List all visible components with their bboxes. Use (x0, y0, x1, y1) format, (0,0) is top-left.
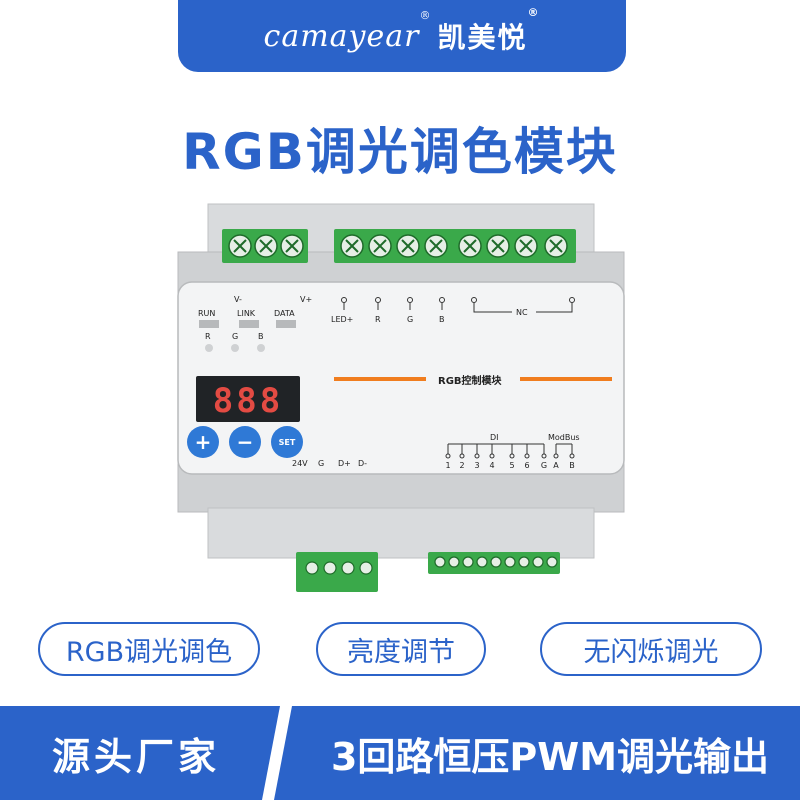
brand-header: camayear® 凯美悦® (178, 0, 626, 72)
led-b (257, 344, 265, 352)
terminal-label-r: R (375, 315, 381, 324)
indicator-data-label: DATA (274, 309, 295, 318)
di-terminal-2: 2 (459, 461, 464, 470)
di-label: DI (490, 433, 499, 442)
accent-line-left (334, 377, 426, 381)
led-g-label: G (232, 332, 238, 341)
label-v-plus: V+ (300, 295, 312, 304)
di-terminal-g: G (541, 461, 547, 470)
seven-segment-display (196, 376, 300, 422)
indicator-link-label: LINK (237, 309, 256, 318)
indicator-run-label: RUN (198, 309, 215, 318)
banner-right-text: 3回路恒压PWM调光输出 (330, 734, 770, 779)
plus-button-label: + (195, 430, 212, 454)
page-title: RGB调光调色模块 (182, 123, 618, 181)
bottom-banner (0, 706, 800, 800)
plus-button[interactable] (187, 426, 219, 458)
brand-chinese-name: 凯美悦® (437, 6, 541, 54)
label-v-minus: V- (234, 295, 242, 304)
set-button-label: SET (279, 438, 296, 447)
di-terminal-5: 5 (509, 461, 514, 470)
label-d-plus: D+ (338, 459, 351, 468)
di-terminal-3: 3 (474, 461, 479, 470)
banner-separator (262, 706, 292, 800)
terminal-block-top-right (334, 229, 576, 263)
modbus-terminal-a: A (553, 461, 559, 470)
feature-pill-brightness: 亮度调节 (316, 622, 486, 676)
led-r (205, 344, 213, 352)
brand-logo: camayear® (263, 8, 432, 54)
indicator-run (199, 320, 219, 328)
rgb-module-device: V- V+ RUN LINK DATA R G B LED+ R G B NC … (177, 203, 625, 592)
banner-left-text: 源头厂家 (51, 734, 220, 779)
di-terminal-6: 6 (524, 461, 529, 470)
terminal-label-g: G (407, 315, 413, 324)
led-g (231, 344, 239, 352)
label-g: G (318, 459, 324, 468)
display-digits: 888 (213, 381, 283, 421)
accent-line-right (520, 377, 612, 381)
label-d-minus: D- (358, 459, 367, 468)
indicator-data (276, 320, 296, 328)
module-label: RGB控制模块 (438, 374, 503, 387)
led-r-label: R (205, 332, 211, 341)
feature-pill-flicker-free: 无闪烁调光 (540, 622, 762, 676)
housing-bottom-step (207, 507, 595, 559)
terminal-label-b: B (439, 315, 445, 324)
feature-pill-rgb: RGB调光调色 (38, 622, 260, 676)
di-terminal-1: 1 (445, 461, 450, 470)
modbus-terminal-b: B (569, 461, 575, 470)
set-button[interactable] (271, 426, 303, 458)
minus-button-label: − (237, 430, 254, 454)
indicator-link (239, 320, 259, 328)
label-24v: 24V (292, 459, 308, 468)
terminal-label-led-plus: LED+ (331, 315, 353, 324)
terminal-block-bottom-left (296, 552, 378, 592)
led-b-label: B (258, 332, 264, 341)
minus-button[interactable] (229, 426, 261, 458)
terminal-label-nc: NC (516, 308, 528, 317)
modbus-label: ModBus (548, 433, 580, 442)
di-terminal-4: 4 (489, 461, 494, 470)
